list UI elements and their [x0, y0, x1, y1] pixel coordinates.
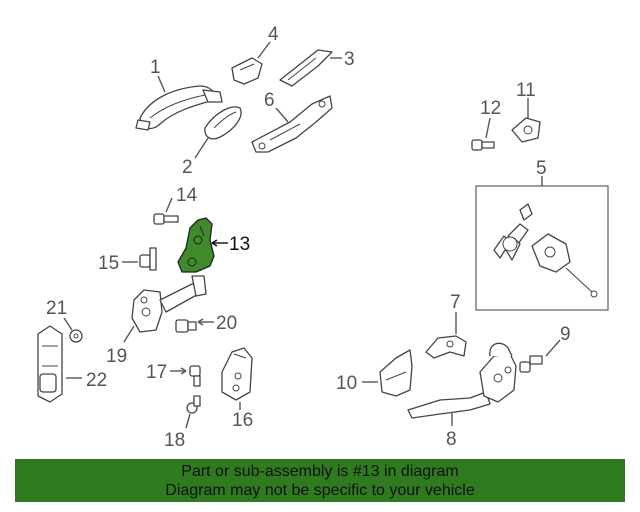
callout-17[interactable]: 17 [146, 362, 167, 383]
parts-diagram: 1 2 3 4 6 11 12 [37, 24, 609, 451]
callout-22[interactable]: 22 [86, 370, 107, 391]
callout-21[interactable]: 21 [46, 298, 67, 319]
leader-12 [485, 117, 491, 139]
part-14-bolt[interactable] [153, 213, 179, 225]
part-4-handle-cap[interactable] [231, 57, 263, 85]
arrow-13 [211, 239, 218, 247]
part-16-hinge[interactable] [221, 347, 253, 401]
callout-8[interactable]: 8 [446, 429, 457, 450]
leader-19 [123, 325, 135, 343]
part-20-bolt[interactable] [175, 319, 197, 333]
callout-10[interactable]: 10 [336, 373, 357, 394]
callout-13[interactable]: 13 [229, 234, 250, 255]
callout-5[interactable]: 5 [536, 158, 547, 179]
leader-18 [185, 413, 191, 429]
part-21-nut[interactable] [69, 329, 83, 343]
callout-20[interactable]: 20 [216, 313, 237, 334]
leader-9 [545, 339, 561, 357]
callout-19[interactable]: 19 [106, 346, 127, 367]
banner-line-2: Diagram may not be specific to your vehi… [165, 482, 475, 499]
part-12-screw[interactable] [471, 139, 495, 151]
banner-line-1: Part or sub-assembly is #13 in diagram [181, 463, 459, 480]
part-13-shape [177, 217, 215, 273]
arrow-20 [197, 318, 204, 326]
part-2-inner-handle[interactable] [204, 106, 242, 140]
leader-21 [63, 317, 73, 331]
part-10-latch-shield[interactable] [379, 349, 413, 397]
part-3-bezel[interactable] [279, 49, 333, 87]
part-17-bolt[interactable] [189, 365, 201, 387]
part-22-hinge-cover[interactable] [37, 325, 63, 403]
part-8-door-latch[interactable] [407, 342, 517, 419]
part-18-bolt[interactable] [186, 395, 201, 414]
callout-9[interactable]: 9 [560, 324, 571, 345]
part-9-screw[interactable] [519, 355, 543, 373]
callout-4[interactable]: 4 [268, 24, 279, 45]
info-banner: Part or sub-assembly is #13 in diagram D… [15, 459, 625, 502]
leader-2 [194, 137, 209, 159]
part-19-door-check[interactable] [131, 275, 207, 333]
leader-6 [275, 107, 289, 123]
callout-11[interactable]: 11 [516, 80, 536, 101]
callout-3[interactable]: 3 [344, 49, 355, 70]
callout-14[interactable]: 14 [176, 185, 198, 206]
callout-15[interactable]: 15 [98, 253, 119, 274]
part-15-bolt[interactable] [139, 247, 157, 271]
part-5-lock-cylinder-set[interactable] [475, 185, 609, 311]
callout-16[interactable]: 16 [232, 410, 253, 431]
callout-1[interactable]: 1 [150, 57, 161, 78]
arrow-17 [180, 367, 187, 375]
callout-2[interactable]: 2 [182, 157, 193, 178]
callout-12[interactable]: 12 [480, 98, 501, 119]
leader-4 [257, 41, 271, 59]
callout-7[interactable]: 7 [450, 292, 461, 313]
part-1-outer-handle[interactable] [135, 85, 223, 131]
callout-18[interactable]: 18 [164, 430, 185, 451]
part-11-cap[interactable] [511, 117, 541, 143]
leader-1 [157, 75, 166, 93]
part-13-door-hinge-highlighted[interactable] [177, 217, 215, 273]
part-6-handle-frame[interactable] [251, 95, 333, 153]
leader-14 [165, 197, 173, 213]
callout-6[interactable]: 6 [264, 90, 275, 111]
part-7-bracket[interactable] [425, 335, 467, 359]
